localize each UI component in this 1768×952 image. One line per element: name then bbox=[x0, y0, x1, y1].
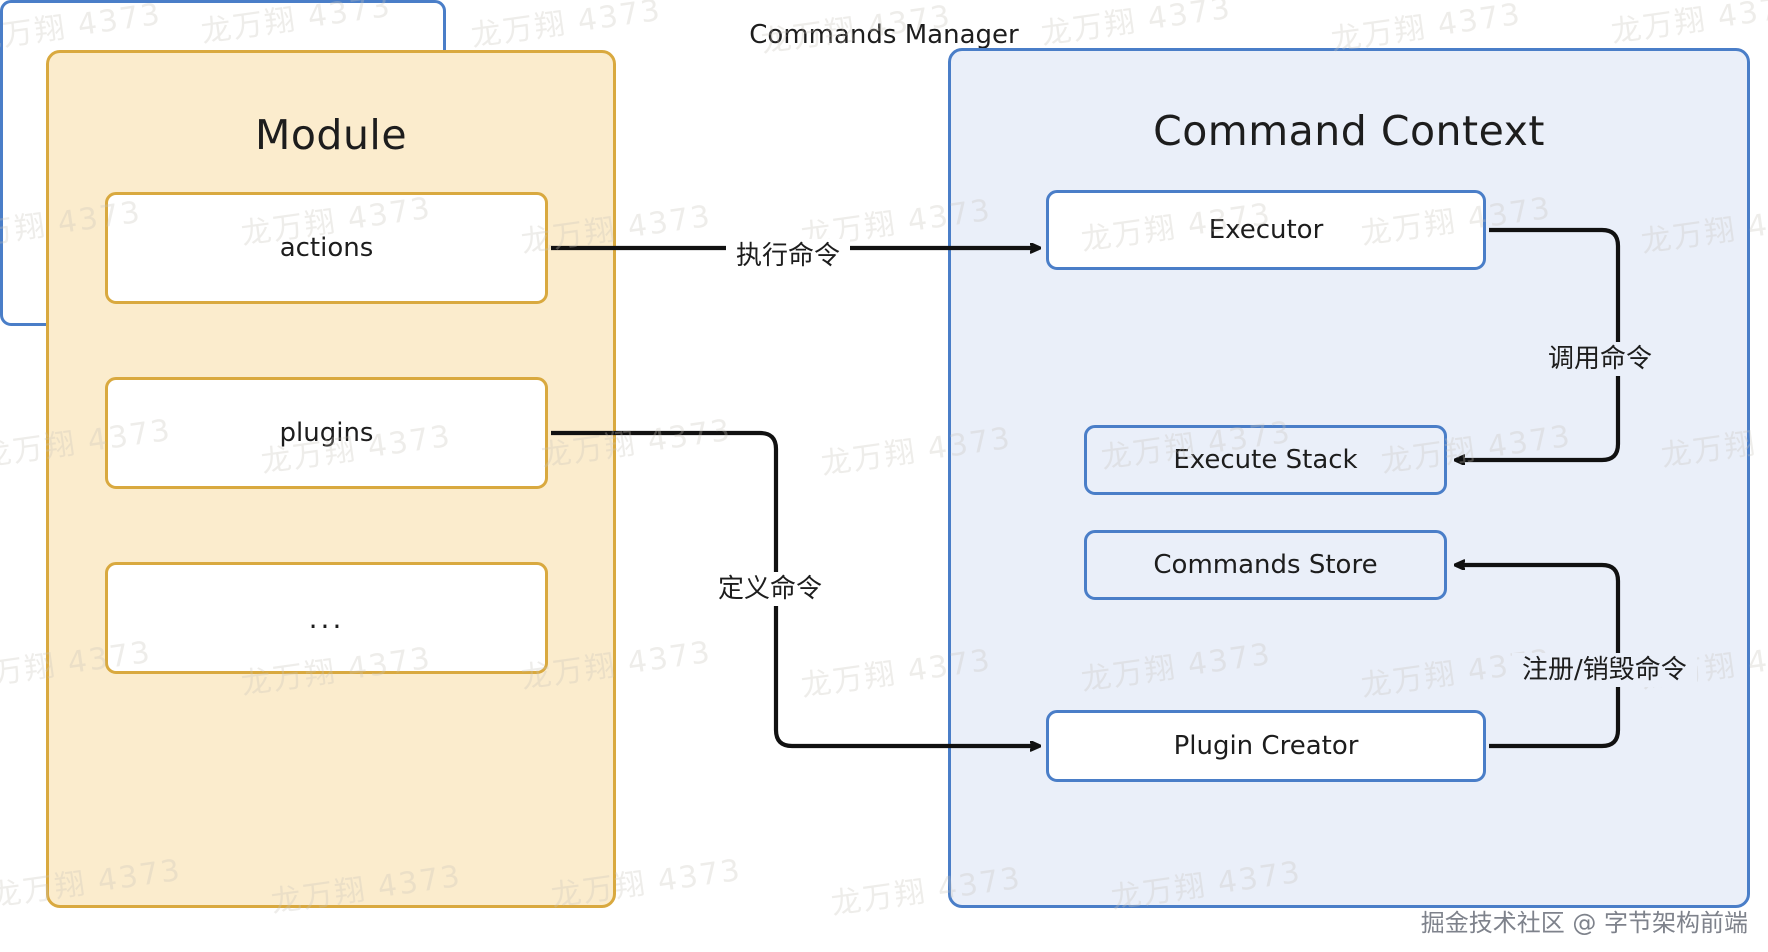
module-node-actions-label: actions bbox=[279, 233, 374, 263]
command-context-panel-title: Command Context bbox=[1153, 107, 1545, 155]
module-node-ellipsis[interactable]: ... bbox=[105, 562, 548, 674]
edge-label-define-command: 定义命令 bbox=[708, 572, 833, 606]
edge-label-register-destroy-command: 注册/销毁命令 bbox=[1512, 653, 1697, 687]
commands-manager-node-execute-stack[interactable]: Execute Stack bbox=[1084, 425, 1447, 495]
edge-label-invoke-command: 调用命令 bbox=[1538, 342, 1663, 376]
commands-store-label: Commands Store bbox=[1153, 550, 1378, 580]
credit-text: 掘金技术社区 @ 字节架构前端 bbox=[1420, 909, 1748, 937]
module-panel-title: Module bbox=[254, 111, 408, 159]
context-node-plugin-creator-label: Plugin Creator bbox=[1173, 731, 1359, 761]
context-node-plugin-creator[interactable]: Plugin Creator bbox=[1046, 710, 1486, 782]
execute-stack-label: Execute Stack bbox=[1173, 445, 1358, 475]
module-node-plugins[interactable]: plugins bbox=[105, 377, 548, 489]
commands-manager-node-commands-store[interactable]: Commands Store bbox=[1084, 530, 1447, 600]
context-node-executor[interactable]: Executor bbox=[1046, 190, 1486, 270]
edge-label-execute-command: 执行命令 bbox=[726, 239, 851, 273]
context-node-executor-label: Executor bbox=[1208, 215, 1324, 245]
module-node-ellipsis-label: ... bbox=[308, 601, 345, 635]
module-node-actions[interactable]: actions bbox=[105, 192, 548, 304]
module-node-plugins-label: plugins bbox=[279, 418, 374, 448]
commands-manager-label: Commands Manager bbox=[749, 20, 1019, 50]
